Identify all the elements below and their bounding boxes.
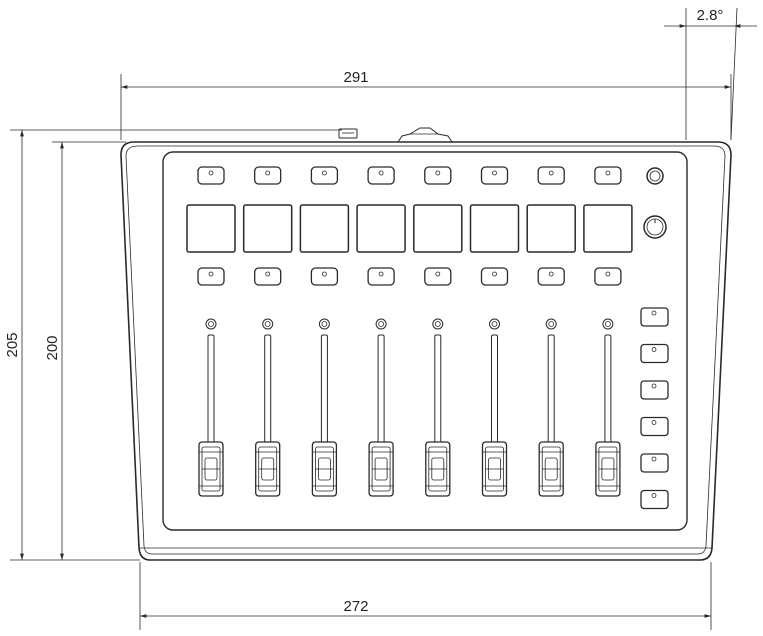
channel-top-button[interactable] bbox=[480, 166, 509, 185]
body-height-label: 200 bbox=[44, 335, 61, 360]
channel-top-button[interactable] bbox=[594, 166, 622, 185]
channel-led bbox=[262, 318, 274, 330]
side-function-button[interactable] bbox=[640, 453, 669, 473]
channel-strips bbox=[186, 166, 633, 497]
channel-bottom-button[interactable] bbox=[197, 267, 225, 286]
channel-top-button[interactable] bbox=[197, 166, 225, 185]
channel-bottom-button[interactable] bbox=[594, 267, 622, 286]
channel-led bbox=[375, 318, 387, 330]
channel-strip bbox=[242, 166, 293, 497]
channel-bottom-button[interactable] bbox=[367, 267, 395, 286]
side-button-column bbox=[640, 307, 669, 510]
channel-top-button[interactable] bbox=[424, 166, 452, 185]
channel-led bbox=[545, 318, 557, 330]
channel-bottom-button[interactable] bbox=[537, 267, 565, 286]
rotary-encoder-knob[interactable] bbox=[643, 215, 667, 239]
channel-top-button[interactable] bbox=[310, 166, 339, 185]
channel-bottom-button[interactable] bbox=[424, 267, 452, 286]
fader-cap[interactable] bbox=[311, 441, 338, 497]
dimension-overall-width: 291 bbox=[120, 69, 732, 140]
channel-top-button[interactable] bbox=[367, 166, 395, 185]
channel-led bbox=[432, 318, 444, 330]
channel-strip bbox=[413, 166, 463, 497]
performance-pad[interactable] bbox=[299, 204, 350, 253]
performance-pad[interactable] bbox=[186, 204, 236, 253]
channel-led bbox=[205, 318, 217, 330]
side-function-button[interactable] bbox=[640, 380, 669, 400]
fader-cap[interactable] bbox=[595, 441, 621, 497]
channel-strip bbox=[583, 166, 633, 497]
dimension-bottom-width: 272 bbox=[139, 562, 712, 630]
right-knobs bbox=[643, 167, 667, 239]
channel-strip bbox=[356, 166, 406, 497]
dimension-total-height: 205 bbox=[4, 129, 342, 561]
bottom-width-label: 272 bbox=[343, 598, 368, 615]
channel-bottom-button[interactable] bbox=[254, 267, 282, 286]
small-knob[interactable] bbox=[646, 167, 664, 185]
channel-led bbox=[489, 318, 500, 330]
side-function-button[interactable] bbox=[640, 416, 669, 437]
performance-pad[interactable] bbox=[413, 204, 463, 253]
channel-bottom-button[interactable] bbox=[310, 267, 339, 286]
side-function-button[interactable] bbox=[640, 307, 669, 327]
fader-cap[interactable] bbox=[198, 441, 224, 497]
performance-pad[interactable] bbox=[526, 204, 576, 253]
performance-pad[interactable] bbox=[469, 204, 520, 253]
channel-top-button[interactable] bbox=[254, 166, 282, 185]
fader-cap[interactable] bbox=[255, 441, 281, 497]
fader-cap[interactable] bbox=[368, 441, 394, 497]
channel-strip bbox=[186, 166, 236, 497]
performance-pad[interactable] bbox=[583, 204, 633, 253]
fader-cap[interactable] bbox=[538, 441, 564, 497]
channel-top-button[interactable] bbox=[537, 166, 565, 185]
fader-cap[interactable] bbox=[425, 441, 451, 497]
performance-pad[interactable] bbox=[242, 204, 293, 253]
channel-led bbox=[602, 318, 614, 330]
overall-width-label: 291 bbox=[343, 69, 368, 86]
dimension-side-angle: 2.8° bbox=[664, 7, 757, 141]
dimension-body-height: 200 bbox=[44, 141, 126, 560]
channel-strip bbox=[469, 166, 520, 497]
fader-cap[interactable] bbox=[481, 441, 508, 497]
channel-bottom-button[interactable] bbox=[480, 267, 509, 286]
channel-strip bbox=[299, 166, 350, 497]
total-height-label: 205 bbox=[4, 332, 21, 357]
performance-pad[interactable] bbox=[356, 204, 406, 253]
channel-strip bbox=[526, 166, 576, 497]
side-angle-label: 2.8° bbox=[697, 7, 724, 24]
channel-led bbox=[318, 318, 330, 330]
side-function-button[interactable] bbox=[640, 343, 669, 364]
side-function-button[interactable] bbox=[640, 489, 669, 510]
top-connectors bbox=[338, 127, 453, 143]
